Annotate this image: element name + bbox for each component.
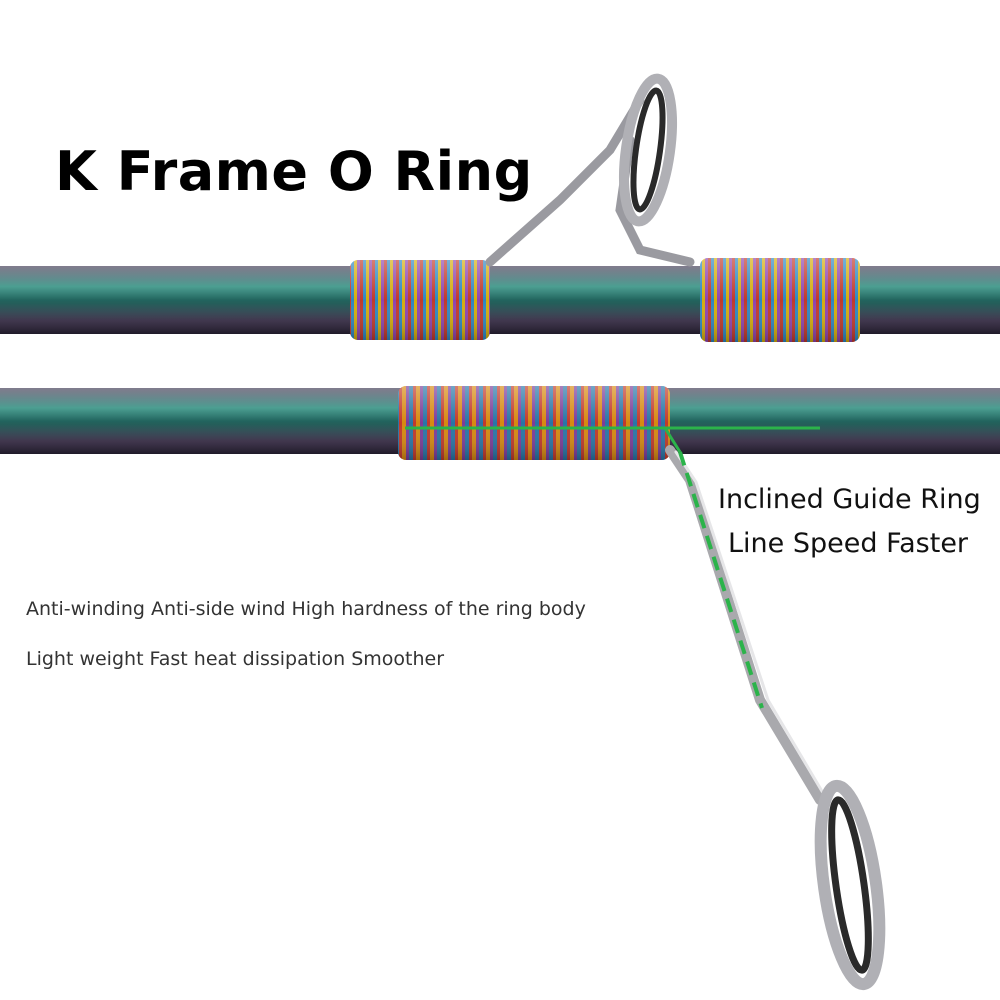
- callout-inclined-guide: Inclined Guide Ring: [718, 484, 981, 515]
- upper-guide-ring: [485, 73, 695, 267]
- upper-rod-section: [0, 258, 1000, 342]
- image-title: K Frame O Ring: [55, 140, 533, 203]
- feature-line-1: Anti-winding Anti-side wind High hardnes…: [26, 598, 586, 620]
- callout-line-speed: Line Speed Faster: [728, 528, 969, 559]
- line-path-indicator: [405, 426, 820, 709]
- feature-line-2: Light weight Fast heat dissipation Smoot…: [26, 648, 444, 670]
- lower-rod-section: [0, 386, 1000, 460]
